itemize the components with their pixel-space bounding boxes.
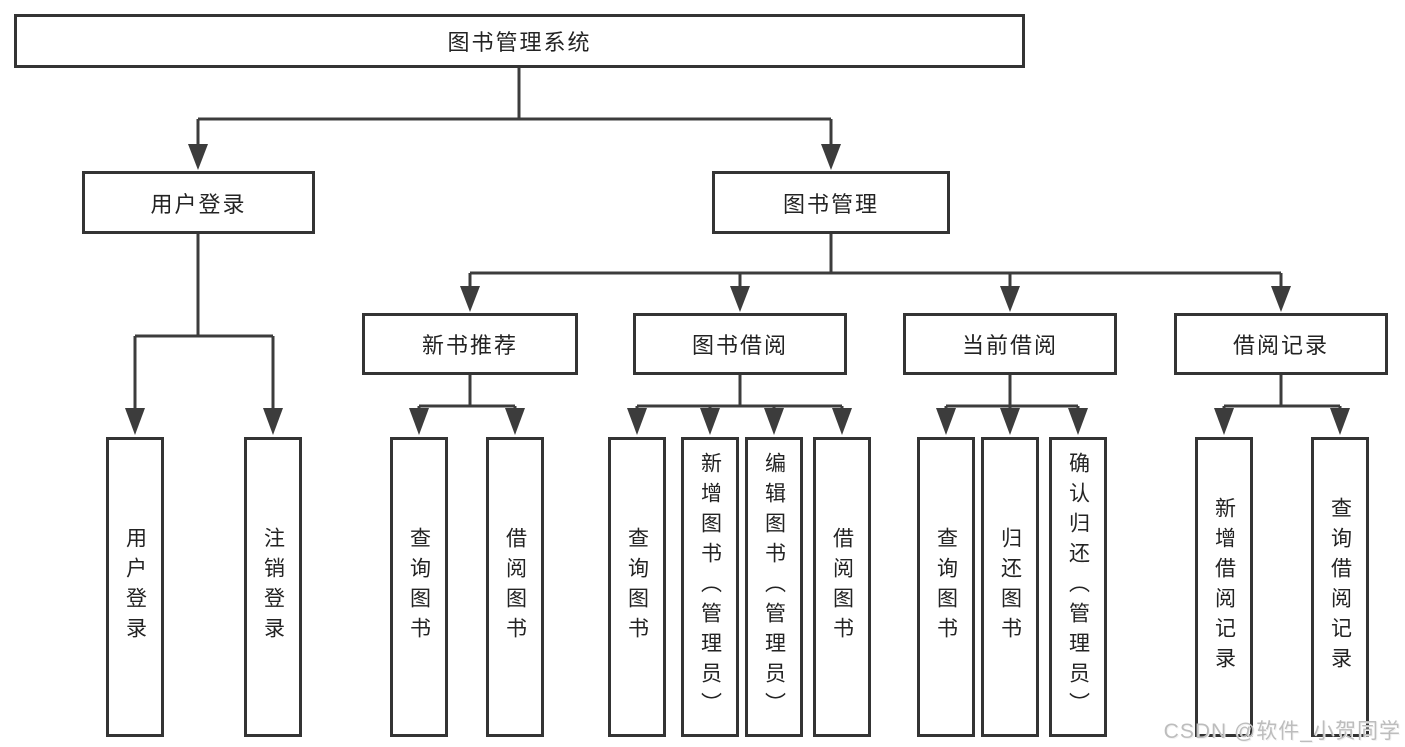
node-book-borrow: 图书借阅 bbox=[633, 313, 847, 375]
node-leaf-user-login: 用户登录 bbox=[106, 437, 164, 737]
arrowhead bbox=[409, 408, 429, 435]
arrowhead bbox=[936, 408, 956, 435]
leaf-label: 编辑图书（管理员） bbox=[762, 452, 786, 722]
connector-book-borrow-split bbox=[635, 375, 844, 410]
arrowhead bbox=[505, 408, 525, 435]
leaf-label: 查询图书 bbox=[407, 527, 431, 647]
leaf-label: 注销登录 bbox=[261, 527, 285, 647]
arrowhead bbox=[730, 286, 750, 312]
connector-book-mgmt-split bbox=[468, 234, 1283, 288]
leaf-label: 查询图书 bbox=[934, 527, 958, 647]
node-leaf-query-borrow-record: 查询借阅记录 bbox=[1311, 437, 1369, 737]
connector-user-login-split bbox=[133, 234, 275, 410]
node-borrow-record: 借阅记录 bbox=[1174, 313, 1388, 375]
connector-current-borrow-split bbox=[944, 375, 1080, 410]
arrowhead bbox=[188, 144, 208, 170]
connector-borrow-record-split bbox=[1222, 375, 1342, 410]
arrowhead bbox=[1000, 408, 1020, 435]
node-user-login: 用户登录 bbox=[82, 171, 315, 234]
arrowhead bbox=[1271, 286, 1291, 312]
node-leaf-add-book-admin: 新增图书（管理员） bbox=[681, 437, 739, 737]
arrowhead bbox=[627, 408, 647, 435]
arrowhead bbox=[460, 286, 480, 312]
node-leaf-edit-book-admin: 编辑图书（管理员） bbox=[745, 437, 803, 737]
node-current-borrow: 当前借阅 bbox=[903, 313, 1117, 375]
arrowhead bbox=[764, 408, 784, 435]
leaf-label: 确认归还（管理员） bbox=[1066, 452, 1090, 722]
arrowhead bbox=[832, 408, 852, 435]
arrowhead bbox=[821, 144, 841, 170]
node-new-book-recommend: 新书推荐 bbox=[362, 313, 578, 375]
arrowhead bbox=[125, 408, 145, 435]
node-leaf-confirm-return-admin: 确认归还（管理员） bbox=[1049, 437, 1107, 737]
arrowhead bbox=[1000, 286, 1020, 312]
node-leaf-query-book-3: 查询图书 bbox=[917, 437, 975, 737]
node-leaf-query-book-1: 查询图书 bbox=[390, 437, 448, 737]
node-leaf-query-book-2: 查询图书 bbox=[608, 437, 666, 737]
arrowhead bbox=[1330, 408, 1350, 435]
arrowhead bbox=[263, 408, 283, 435]
arrowhead bbox=[1214, 408, 1234, 435]
leaf-label: 新增借阅记录 bbox=[1212, 497, 1236, 677]
arrowhead bbox=[1068, 408, 1088, 435]
leaf-label: 查询借阅记录 bbox=[1328, 497, 1352, 677]
node-root-system: 图书管理系统 bbox=[14, 14, 1025, 68]
leaf-label: 用户登录 bbox=[123, 527, 147, 647]
csdn-watermark: CSDN @软件_小贺同学 bbox=[1163, 720, 1401, 743]
node-leaf-borrow-book-1: 借阅图书 bbox=[486, 437, 544, 737]
leaf-label: 借阅图书 bbox=[503, 527, 527, 647]
leaf-label: 新增图书（管理员） bbox=[698, 452, 722, 722]
connector-new-book-split bbox=[417, 375, 517, 410]
leaf-label: 借阅图书 bbox=[830, 527, 854, 647]
connector-root-to-level2 bbox=[196, 68, 833, 146]
arrowhead bbox=[700, 408, 720, 435]
node-leaf-borrow-book-2: 借阅图书 bbox=[813, 437, 871, 737]
node-leaf-return-book: 归还图书 bbox=[981, 437, 1039, 737]
node-book-management: 图书管理 bbox=[712, 171, 950, 234]
leaf-label: 查询图书 bbox=[625, 527, 649, 647]
leaf-label: 归还图书 bbox=[998, 527, 1022, 647]
node-leaf-logout: 注销登录 bbox=[244, 437, 302, 737]
node-leaf-add-borrow-record: 新增借阅记录 bbox=[1195, 437, 1253, 737]
